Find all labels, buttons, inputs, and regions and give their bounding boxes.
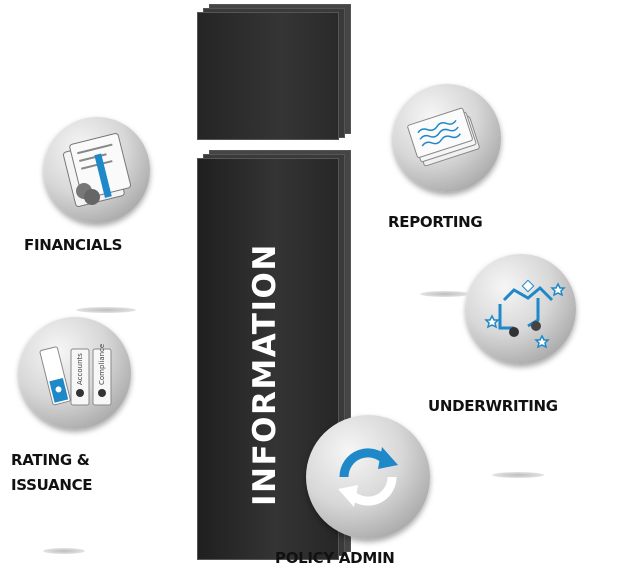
binders-icon: Accounts Compliance <box>39 344 112 406</box>
information-document-stack <box>197 150 357 560</box>
financials-label: FINANCIALS <box>24 236 123 254</box>
floor-shadow <box>76 307 136 313</box>
policy-admin-node[interactable] <box>306 415 430 539</box>
information-label: INFORMATION <box>247 243 283 506</box>
reporting-label: REPORTING <box>388 213 483 231</box>
underwriting-label: UNDERWRITING <box>428 397 558 415</box>
floor-shadow <box>420 291 470 297</box>
binder-label-accounts: Accounts <box>76 353 84 385</box>
rating-label-line1: RATING & <box>11 451 90 469</box>
documents-icon <box>62 133 132 207</box>
policy-admin-label: POLICY ADMIN <box>275 549 395 567</box>
reporting-node[interactable] <box>393 84 501 192</box>
floor-shadow <box>492 472 544 478</box>
rating-label-line2: ISSUANCE <box>11 476 93 494</box>
top-document-stack <box>195 4 355 140</box>
workflow-stars-icon <box>484 279 566 349</box>
rating-issuance-node[interactable]: Accounts Compliance <box>19 317 131 429</box>
floor-shadow <box>43 548 85 554</box>
financials-node[interactable] <box>44 117 150 223</box>
underwriting-node[interactable] <box>466 254 576 364</box>
refresh-cycle-icon <box>338 447 398 507</box>
binder-label-compliance: Compliance <box>98 344 106 385</box>
papers-stack-icon <box>407 107 480 167</box>
